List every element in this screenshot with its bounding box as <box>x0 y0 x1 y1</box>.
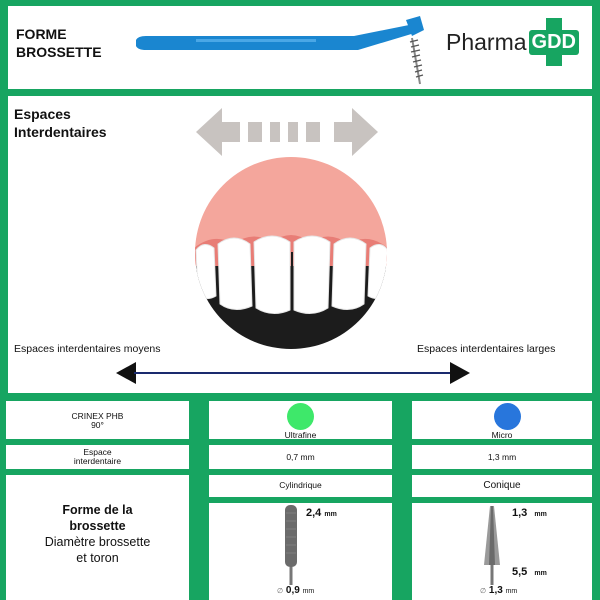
cylindrical-brush-icon <box>285 505 297 585</box>
shape-title-line2: brossette <box>69 519 126 533</box>
micro-brush-cell: 1,3 mm 5,5 mm ∅ 1,3 mm <box>412 503 592 600</box>
ultrafine-space: 0,7 mm <box>286 452 315 462</box>
micro-shape: Conique <box>483 480 521 491</box>
product-angle: 90° <box>91 420 104 430</box>
logo-badge: GDD <box>528 17 579 66</box>
ultrafine-shape: Cylindrique <box>279 480 322 490</box>
product-name: CRINEX PHB <box>71 411 124 421</box>
logo-text: Pharma <box>446 28 527 55</box>
shape-title-line1: Forme de la <box>62 503 133 517</box>
micro-space-cell: 1,3 mm <box>412 445 592 469</box>
micro-name: Micro <box>491 430 513 440</box>
ultrafine-color-dot <box>287 403 314 430</box>
space-label-line1: Espace <box>83 447 112 457</box>
teeth-illustration <box>195 157 387 349</box>
range-arrow-icon <box>116 362 470 384</box>
header-title-line1: FORME <box>16 26 67 42</box>
ultrafine-wire-diameter: ∅ 0,9 mm <box>277 585 315 596</box>
ultrafine-shape-cell: Cylindrique <box>209 475 392 497</box>
space-label-cell: Espace interdentaire <box>6 445 189 469</box>
header-panel: FORME BROSSETTE Pharma GDD <box>8 6 592 89</box>
micro-brush-diameter-max: 5,5 mm <box>512 566 547 578</box>
shape-sub-line2: et toron <box>76 551 119 565</box>
shape-sub-line1: Diamètre brossette <box>44 535 151 549</box>
spaces-title-line2: Interdentaires <box>14 124 107 140</box>
header-title-line2: BROSSETTE <box>16 44 102 60</box>
ultrafine-name: Ultrafine <box>284 430 317 440</box>
ultrafine-brush-cell: 2,4 mm ∅ 0,9 mm <box>209 503 392 600</box>
micro-header-cell: Micro <box>412 401 592 440</box>
product-cell: CRINEX PHB 90° <box>6 401 189 439</box>
pharmagdd-logo: Pharma GDD <box>446 17 579 66</box>
right-space-label: Espaces interdentaires larges <box>417 343 556 355</box>
space-label-line2: interdentaire <box>73 456 122 466</box>
left-space-label: Espaces interdentaires moyens <box>14 343 161 355</box>
micro-space: 1,3 mm <box>487 452 517 462</box>
ultrafine-header-cell: Ultrafine <box>209 401 392 440</box>
micro-color-dot <box>494 403 521 430</box>
shape-label-cell: Forme de la brossette Diamètre brossette… <box>6 475 189 600</box>
spaces-title-line1: Espaces <box>14 106 71 122</box>
micro-brush-diameter: 1,3 mm <box>512 507 547 519</box>
micro-shape-cell: Conique <box>412 475 592 497</box>
ultrafine-brush-diameter: 2,4 mm <box>306 507 337 519</box>
double-arrow-icon <box>196 108 378 156</box>
micro-wire-diameter: ∅ 1,3 mm <box>480 585 518 596</box>
conical-brush-icon <box>484 506 500 585</box>
ultrafine-space-cell: 0,7 mm <box>209 445 392 469</box>
interdental-brush-image <box>136 16 424 85</box>
spaces-panel: Espaces Interdentaires Espaces interdent <box>8 96 592 393</box>
